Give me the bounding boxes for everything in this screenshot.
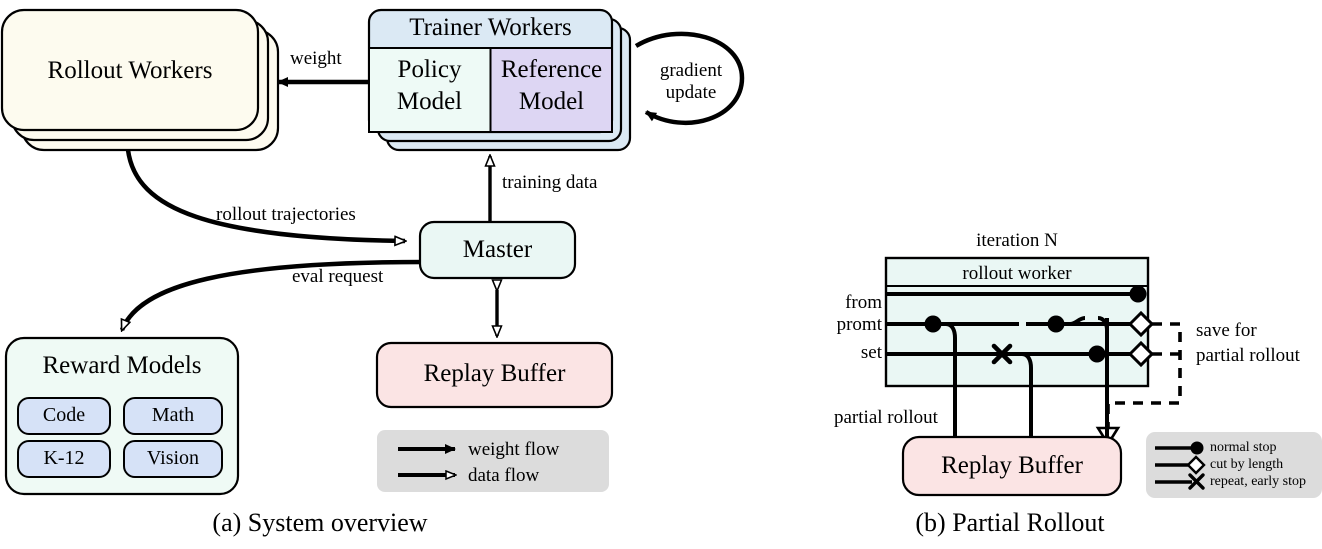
legend-b-cut-by-length-label: cut by length xyxy=(1210,457,1284,472)
legend-b-normal-stop-label: normal stop xyxy=(1210,440,1277,455)
reward-model-item-math[interactable]: Math xyxy=(151,404,195,426)
weight-edge-label: weight xyxy=(290,48,342,69)
partial-rollout-drop-lines xyxy=(953,386,1109,437)
save-note-line2: partial rollout xyxy=(1196,345,1300,366)
eval-request-edge-label: eval request xyxy=(292,266,384,287)
reward-models-node[interactable] xyxy=(4,336,240,496)
trainer-workers-node[interactable] xyxy=(367,8,632,152)
reference-model-label-line1: Reference xyxy=(500,56,603,83)
normal-stop-marker xyxy=(1047,315,1065,333)
legend-panel-b xyxy=(1146,432,1322,498)
master-label: Master xyxy=(462,236,533,263)
from-prompt-set-line2: promt xyxy=(836,314,882,335)
reward-models-label: Reward Models xyxy=(42,352,202,379)
policy-model-label-line2: Model xyxy=(396,88,463,115)
replay-buffer-label-b: Replay Buffer xyxy=(941,452,1083,479)
legend-b-repeat-early-stop-label: repeat, early stop xyxy=(1210,474,1307,489)
legend-panel-a xyxy=(377,430,609,492)
early-stop-marker xyxy=(991,343,1013,365)
eval-request-arrow xyxy=(119,259,426,330)
normal-stop-marker xyxy=(1088,345,1106,363)
gradient-update-label-line2: update xyxy=(665,82,717,103)
reference-model-label-line2: Model xyxy=(518,88,585,115)
reward-model-item-code[interactable]: Code xyxy=(42,404,86,426)
rollout-trajectories-arrow xyxy=(125,149,405,241)
rollout-trajectories-edge-label: rollout trajectories xyxy=(216,204,356,225)
rollout-workers-node[interactable] xyxy=(0,8,280,152)
trainer-workers-label: Trainer Workers xyxy=(409,14,572,41)
policy-model-label-line1: Policy xyxy=(397,56,462,83)
replay-buffer-node-b[interactable] xyxy=(901,435,1123,497)
reward-model-item-k12[interactable]: K-12 xyxy=(43,447,85,469)
from-prompt-set-line1: from xyxy=(845,292,882,313)
caption-panel-a: (a) System overview xyxy=(212,508,428,537)
gradient-update-label-line1: gradient xyxy=(659,60,723,81)
save-note-line1: save for xyxy=(1196,320,1257,341)
iteration-label: iteration N xyxy=(976,230,1058,251)
replay-buffer-label-a: Replay Buffer xyxy=(423,360,566,387)
normal-stop-marker xyxy=(1129,285,1147,303)
legend-a-weight-flow-label: weight flow xyxy=(468,439,560,460)
replay-buffer-node-a[interactable] xyxy=(375,341,614,409)
legend-a-data-flow-label: data flow xyxy=(468,465,540,486)
from-prompt-set-line3: set xyxy=(860,342,882,363)
rollout-workers-label: Rollout Workers xyxy=(47,57,213,84)
rollout-worker-label: rollout worker xyxy=(962,263,1072,284)
training-data-edge-label: training data xyxy=(502,172,598,193)
caption-panel-b: (b) Partial Rollout xyxy=(915,508,1105,537)
gradient-update-loop-arrow xyxy=(634,31,745,126)
partial-rollout-label: partial rollout xyxy=(834,407,938,428)
master-node[interactable] xyxy=(418,220,577,280)
normal-stop-marker xyxy=(924,315,942,333)
reward-model-item-vision[interactable]: Vision xyxy=(146,447,200,469)
